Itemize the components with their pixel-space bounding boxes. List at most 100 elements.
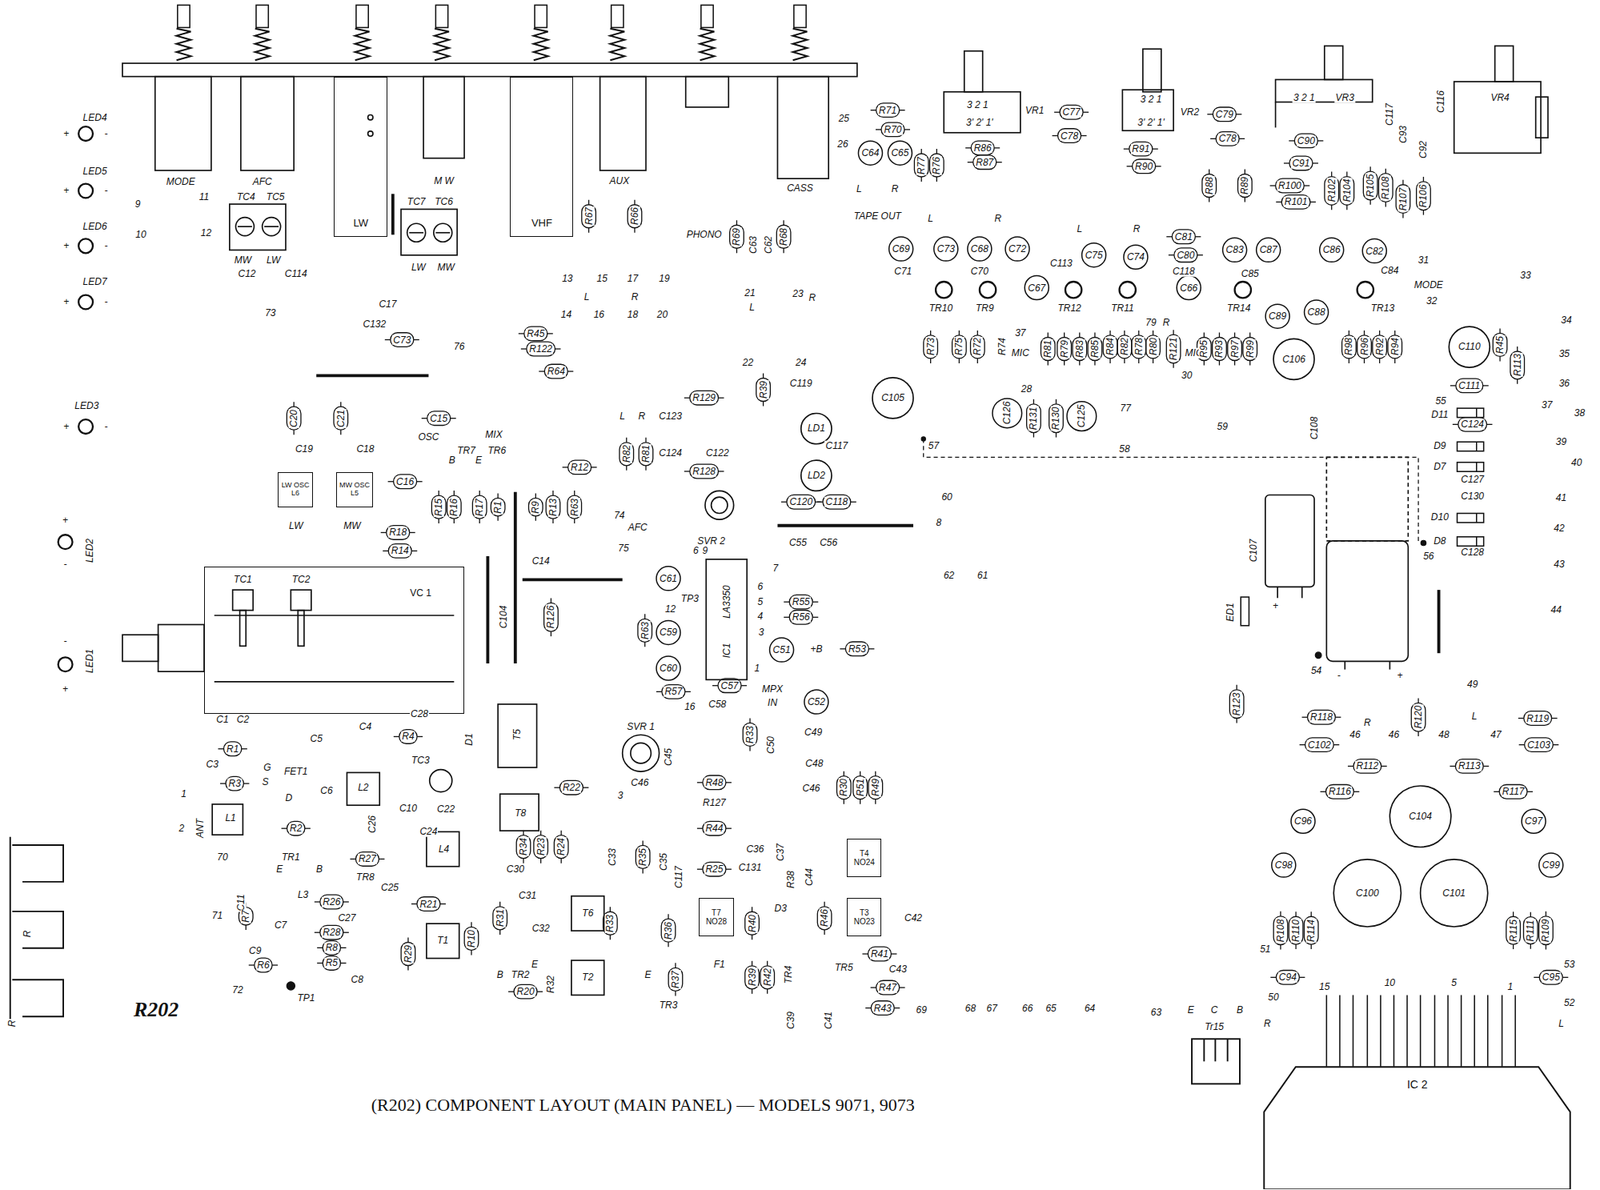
part-label: C114 (284, 268, 309, 279)
resistor-symbol (845, 641, 869, 657)
ic-pins (1434, 994, 1436, 1067)
resistor-lead (1055, 433, 1057, 438)
coil-transformer (500, 793, 539, 831)
resistor-symbol (1324, 176, 1340, 206)
ic-pins (1514, 994, 1516, 1067)
resistor-lead (751, 989, 753, 995)
resistor-symbol (464, 926, 479, 951)
resistor-symbol (526, 341, 556, 357)
resistor-symbol (1387, 335, 1403, 359)
part-label: E (275, 864, 284, 875)
trimmer-capacitor (435, 232, 450, 234)
resistor-symbol (661, 685, 686, 700)
resistor-lead (340, 947, 347, 949)
resistor-symbol (322, 956, 341, 971)
electrolytic-capacitor-symbol (656, 620, 681, 645)
part-label: R (890, 184, 900, 195)
switch-bank (777, 76, 829, 180)
resistor-symbol (1339, 176, 1355, 206)
resistor-symbol (333, 406, 349, 430)
resistor-lead (958, 358, 960, 364)
transistor-symbol (1119, 281, 1136, 298)
part-label: 43 (1552, 559, 1565, 570)
part-label: Tr15 (1203, 1021, 1225, 1032)
resistor-label: C77 (1062, 107, 1082, 118)
part-label: C48 (804, 757, 824, 769)
resistor-lead (1512, 911, 1514, 917)
resistor-lead (899, 986, 906, 988)
part-label: LW (410, 262, 427, 273)
switch-bank (122, 63, 858, 77)
resistor-lead (1279, 911, 1281, 917)
component-box: VC 1 (204, 566, 465, 715)
resistor-lead (1402, 180, 1404, 185)
transistor-symbol (935, 281, 952, 298)
part-label: TR14 (1226, 303, 1252, 314)
resistor-lead (1239, 138, 1245, 140)
trimmer-capacitor (237, 225, 253, 228)
resistor-symbol (447, 495, 462, 519)
trimmer-capacitor (407, 223, 426, 242)
resistor-lead (667, 942, 669, 947)
resistor-lead (1197, 254, 1204, 256)
resistor-lead (380, 532, 387, 534)
led-symbol (78, 238, 93, 253)
part-label: 37 (1014, 327, 1027, 338)
resistor-label: R73 (925, 336, 936, 357)
resistor-lead (378, 858, 385, 860)
resistor-lead (684, 397, 690, 399)
resistor-lead (725, 828, 732, 830)
resistor-lead (508, 991, 514, 993)
resistor-symbol (789, 594, 813, 610)
resistor-lead (1385, 168, 1387, 174)
resistor-label: R16 (449, 497, 460, 518)
resistor-label: R71 (878, 104, 898, 116)
part-label: - (63, 635, 69, 646)
part-label: 12 (664, 604, 677, 615)
resistor-label: R49 (870, 777, 882, 798)
resistor-lead (1235, 685, 1237, 690)
resistor-label: R130 (1050, 405, 1062, 431)
part-label: 11 (198, 192, 210, 203)
resistor-label: R97 (1229, 339, 1240, 359)
led-symbol (78, 419, 93, 434)
part-label: G (262, 761, 272, 773)
component-name: T4 (859, 849, 870, 859)
resistor-symbol (1363, 171, 1378, 201)
resistor-label: C79 (1215, 108, 1235, 120)
resistor-lead (642, 868, 644, 874)
electrolytic-capacitor-symbol (1176, 275, 1201, 300)
part-label: 9 (134, 199, 142, 210)
part-label: L (583, 292, 591, 303)
part-label: TR5 (834, 962, 855, 973)
resistor-symbol (1059, 104, 1083, 120)
resistor-symbol (745, 966, 760, 990)
part-label: C24 (418, 826, 438, 838)
resistor-label: R57 (663, 686, 683, 698)
resistor-lead (553, 787, 560, 789)
resistor-lead (977, 358, 979, 364)
part-label: TR10 (928, 303, 954, 314)
resistor-symbol (970, 335, 986, 359)
part-label: 32 (1425, 296, 1438, 307)
part-label: 36 (1558, 378, 1571, 389)
part-label: C37 (775, 842, 786, 863)
resistor-label: R94 (1389, 336, 1400, 357)
resistor-label: R84 (1105, 336, 1116, 357)
trimmer-capacitor (229, 193, 458, 256)
resistor-label: R20 (516, 986, 536, 998)
part-label: C19 (294, 444, 314, 455)
potentiometer (943, 45, 1548, 153)
resistor-lead (736, 248, 738, 253)
resistor-symbol (837, 776, 852, 800)
resistor-label: C111 (1457, 380, 1481, 392)
part-label: 20 (656, 308, 669, 320)
trimmer-capacitor (409, 232, 424, 234)
part-label: 22 (741, 356, 754, 368)
part-label: R (7, 1018, 18, 1028)
part-label: C45 (663, 747, 674, 767)
resistor-symbol (1303, 916, 1319, 945)
tuning-capacitor (232, 589, 253, 611)
resistor-lead (890, 953, 897, 955)
resistor-lead (450, 417, 457, 419)
